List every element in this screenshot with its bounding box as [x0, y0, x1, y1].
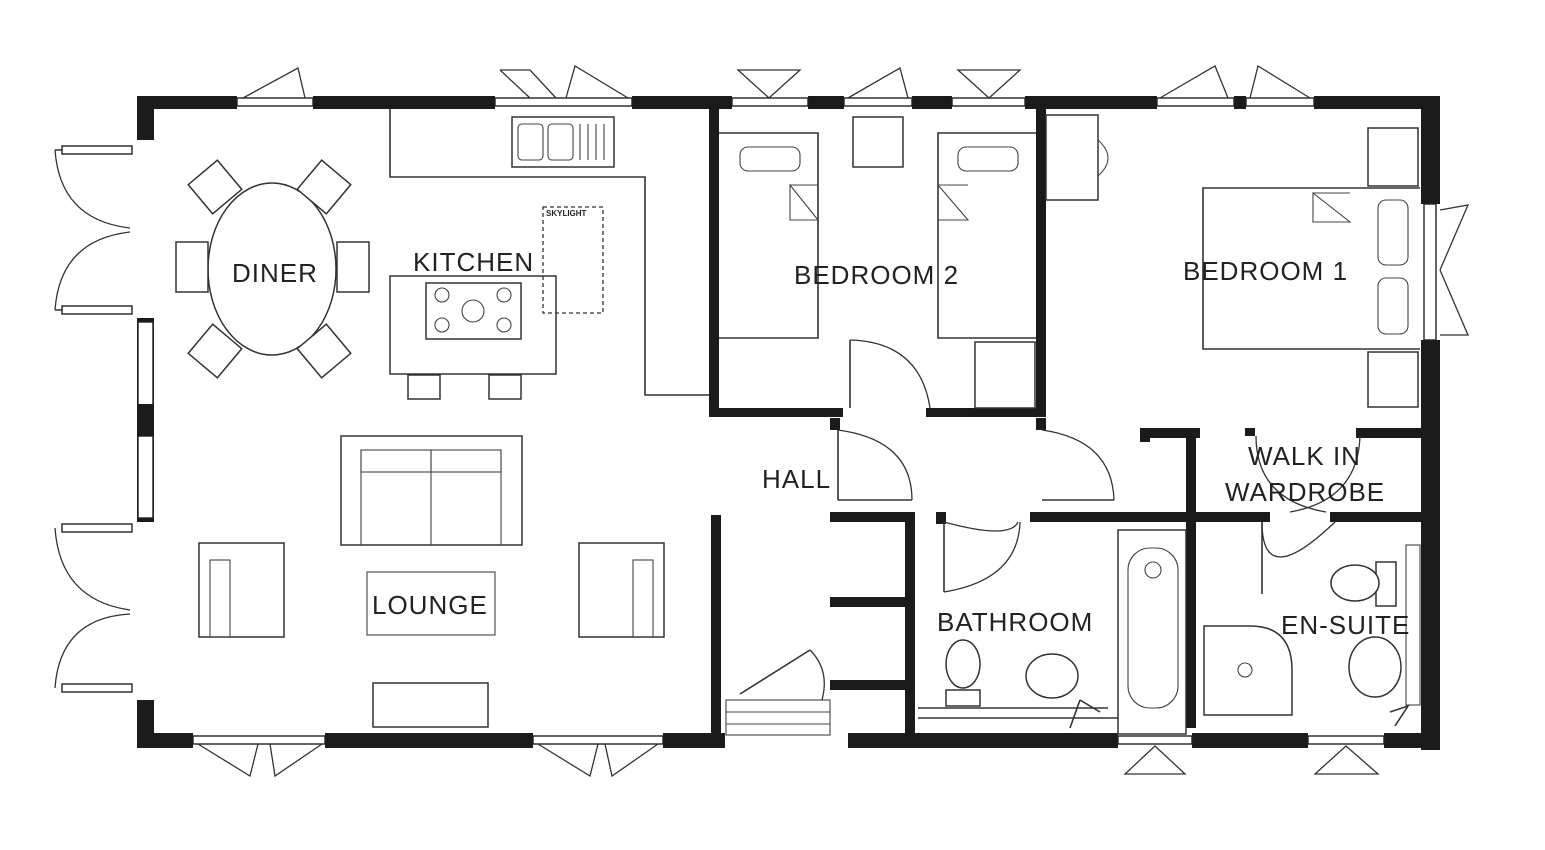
lounge-furniture	[198, 435, 665, 728]
label-skylight: SKYLIGHT	[546, 209, 587, 218]
kitchen-units	[389, 109, 709, 400]
patio-doors	[54, 145, 133, 693]
dining-table	[175, 159, 370, 379]
label-bedroom-2: BEDROOM 2	[794, 260, 959, 290]
room-labels: DINER KITCHEN SKYLIGHT LOUNGE HALL BEDRO…	[232, 209, 1410, 640]
label-bedroom-1: BEDROOM 1	[1183, 256, 1348, 286]
bedroom1-furniture	[1045, 114, 1420, 408]
label-bathroom: BATHROOM	[937, 607, 1093, 637]
label-diner: DINER	[232, 258, 318, 288]
label-hall: HALL	[762, 464, 831, 494]
hall-doors	[725, 429, 1361, 736]
label-walk-in: WALK IN	[1248, 441, 1361, 471]
label-en-suite: EN-SUITE	[1281, 610, 1410, 640]
label-lounge: LOUNGE	[372, 590, 488, 620]
bedroom2-furniture	[719, 116, 1036, 409]
ensuite-fixtures	[1203, 544, 1421, 727]
interior-walls	[709, 108, 1428, 736]
label-wardrobe: WARDROBE	[1225, 477, 1385, 507]
label-kitchen: KITCHEN	[413, 247, 534, 277]
bathroom-fixtures	[918, 529, 1187, 735]
windows	[137, 64, 1470, 778]
